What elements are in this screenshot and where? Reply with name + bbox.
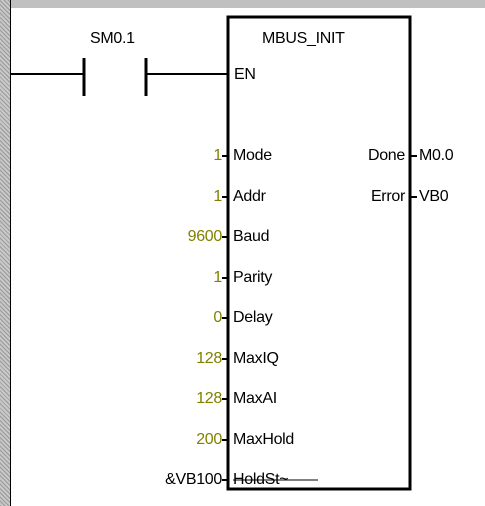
- input-value-parity: 1: [213, 269, 222, 286]
- input-pin-delay: Delay: [233, 309, 273, 326]
- input-pin-parity: Parity: [233, 269, 273, 286]
- input-value-addr: 1: [213, 188, 222, 205]
- input-pin-baud: Baud: [233, 228, 270, 245]
- input-pin-maxiq: MaxIQ: [233, 350, 279, 367]
- input-pin-addr: Addr: [233, 188, 266, 205]
- output-value-error: VB0: [419, 188, 449, 205]
- input-value-maxiq: 128: [196, 350, 222, 367]
- input-pin-holdst: HoldSt~: [233, 471, 289, 488]
- output-pin-done: Done: [367, 147, 405, 164]
- input-value-delay: 0: [213, 309, 222, 326]
- input-value-holdst: &VB100: [165, 471, 222, 488]
- input-pin-maxai: MaxAI: [233, 390, 277, 407]
- input-value-baud: 9600: [187, 228, 223, 245]
- input-value-mode: 1: [213, 147, 222, 164]
- function-block-box: [226, 15, 412, 491]
- power-rail: [0, 0, 11, 506]
- input-pin-maxhold: MaxHold: [233, 431, 295, 448]
- output-value-done: M0.0: [419, 147, 454, 164]
- contact-label: SM0.1: [90, 30, 135, 47]
- top-border: [0, 0, 485, 8]
- enable-pin-label: EN: [234, 66, 256, 83]
- input-value-maxhold: 200: [196, 431, 222, 448]
- block-title: MBUS_INIT: [262, 30, 345, 47]
- input-value-maxai: 128: [196, 390, 222, 407]
- output-pin-error: Error: [370, 188, 405, 205]
- input-pin-mode: Mode: [233, 147, 272, 164]
